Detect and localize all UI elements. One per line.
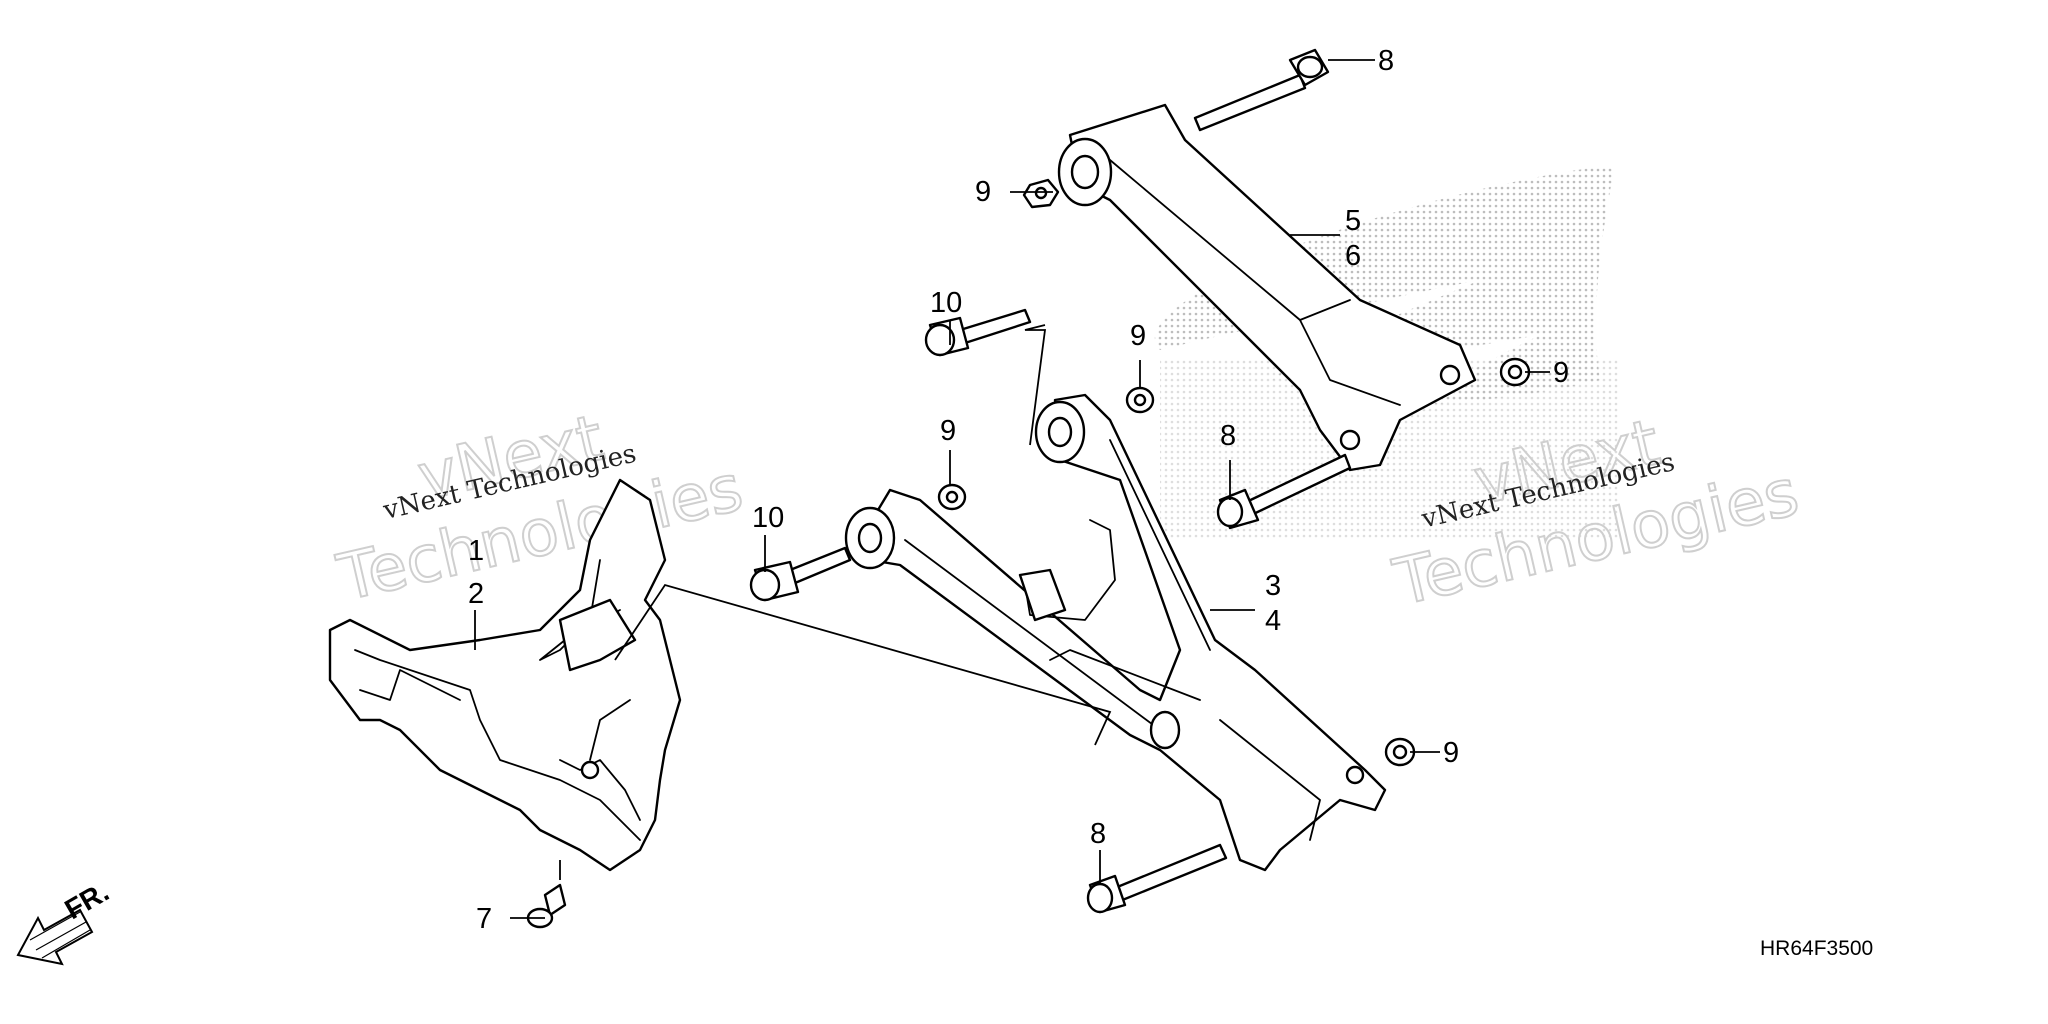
front-indicator: FR.: [16, 876, 114, 966]
watermark-left: vNext Technologies vNext Technologies: [330, 400, 750, 617]
callout-9-left: 9: [940, 415, 956, 447]
callout-9-center: 9: [1130, 320, 1146, 352]
callout-9-upper-left: 9: [975, 176, 991, 208]
callout-4: 4: [1265, 605, 1281, 637]
upper-arm: [1057, 103, 1477, 472]
callout-9-lower-right: 9: [1443, 737, 1459, 769]
bolt-8-bottom: [1086, 843, 1228, 914]
nut-9b: [1125, 386, 1155, 414]
callout-1: 1: [468, 535, 484, 567]
callout-7: 7: [476, 903, 492, 935]
callout-8-middle: 8: [1220, 420, 1236, 452]
callout-2: 2: [468, 578, 484, 610]
callout-10-lower: 10: [752, 502, 784, 534]
nut-9a: [1022, 178, 1060, 209]
callout-10-upper: 10: [930, 287, 962, 319]
front-arrow-icon: [16, 908, 94, 966]
callout-8-bottom: 8: [1090, 818, 1106, 850]
bolt-8-top: [1193, 48, 1330, 132]
bolt-10-upper: [924, 308, 1032, 357]
callouts: 1 2 3 4 5 6 7 8 8 8 9 9 9 9 9 10 10: [468, 45, 1569, 935]
screw-7: [526, 883, 567, 929]
callout-8-top: 8: [1378, 45, 1394, 77]
callout-3: 3: [1265, 570, 1281, 602]
lower-a-arm: [844, 393, 1387, 872]
callout-6: 6: [1345, 240, 1361, 272]
callout-9-right: 9: [1553, 357, 1569, 389]
skid-plate: [328, 478, 682, 872]
nut-9d: [1499, 357, 1531, 387]
nut-9e: [1384, 737, 1416, 767]
nut-9c: [937, 483, 967, 511]
diagram-code: HR64F3500: [1760, 937, 1873, 960]
callout-5: 5: [1345, 205, 1361, 237]
leader-lines: [474, 59, 1550, 919]
